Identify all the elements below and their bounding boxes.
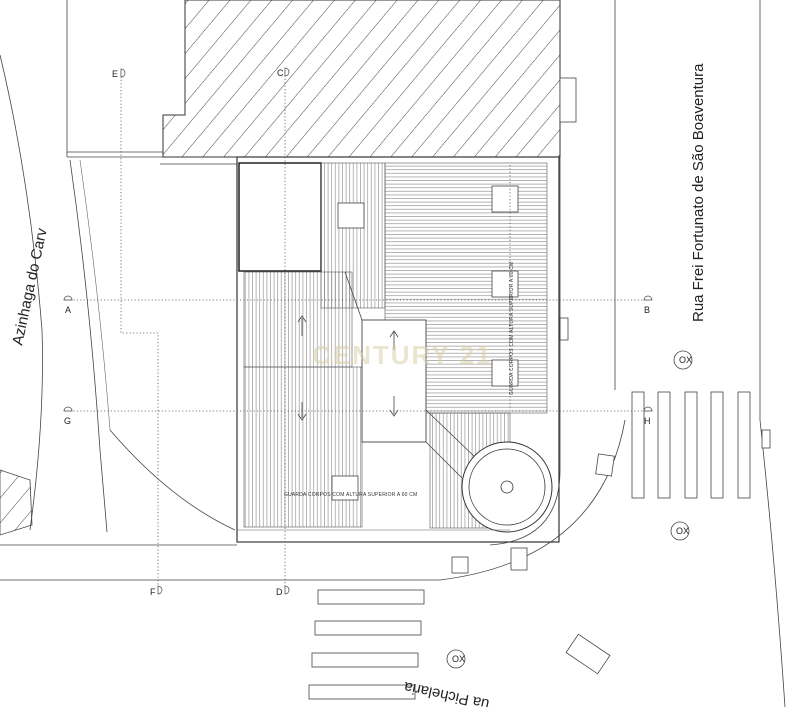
section-label-a: A <box>65 305 71 315</box>
section-marker-icon <box>63 67 653 595</box>
section-lines <box>70 72 648 590</box>
svg-text:OX: OX <box>676 526 689 536</box>
section-label-d: D <box>276 587 283 597</box>
plot-boundaries <box>0 0 237 536</box>
crosswalk-bottom <box>308 589 425 700</box>
svg-text:OX: OX <box>452 654 465 664</box>
svg-text:OX: OX <box>679 355 692 365</box>
section-label-c: C <box>277 68 284 78</box>
guard-note-vertical: GUARDA CORPOS COM ALTURA SUPERIOR A 60 C… <box>509 262 515 395</box>
street-name-azinhaga: Azinhaga do Carv <box>9 226 51 347</box>
section-label-e: E <box>112 69 118 79</box>
street-name-frei-fortunato: Rua Frei Fortunato de São Boaventura <box>690 63 707 322</box>
guard-note-horizontal: GUARDA CORPOS COM ALTURA SUPERIOR A 60 C… <box>284 492 417 498</box>
watermark: CENTURY 21 <box>312 340 492 370</box>
neighbour-building <box>162 0 577 158</box>
street-furniture: OX OX OX <box>446 350 693 675</box>
crosswalk-right <box>631 391 751 499</box>
section-label-f: F <box>150 587 156 597</box>
section-label-g: G <box>64 416 71 426</box>
section-label-b: B <box>644 305 650 315</box>
street-name-pichelaria: ua Pichelaria <box>402 678 491 707</box>
section-label-h: H <box>644 416 651 426</box>
